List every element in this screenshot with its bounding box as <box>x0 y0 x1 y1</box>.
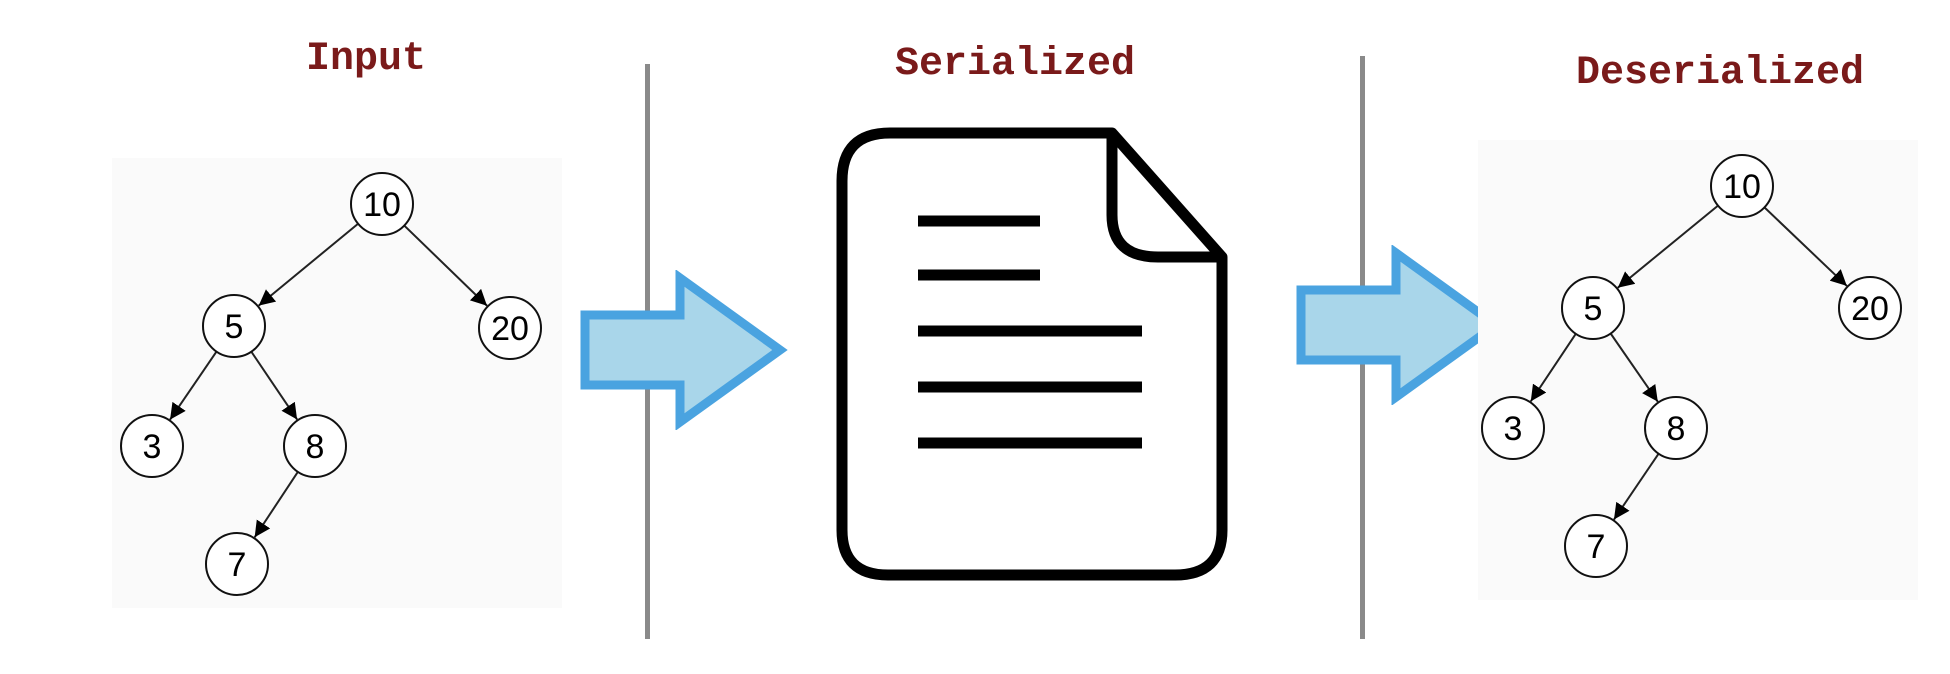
tree-node-label: 7 <box>1587 528 1606 566</box>
tree-node-label: 3 <box>143 428 162 466</box>
tree-node-label: 20 <box>1851 290 1889 328</box>
tree-node-20: 20 <box>478 296 542 360</box>
tree-node-circle <box>1644 396 1708 460</box>
tree-node-label: 7 <box>228 546 247 584</box>
tree-node-label: 5 <box>1584 290 1603 328</box>
right-arrow-icon <box>580 270 790 430</box>
serialized-title: Serialized <box>894 42 1136 87</box>
tree-node-5: 5 <box>1561 276 1625 340</box>
deserialized-title: Deserialized <box>1575 51 1865 96</box>
input-title: Input <box>305 37 427 82</box>
tree-node-circle <box>1838 276 1902 340</box>
tree-edge-n5-n3 <box>169 351 218 421</box>
tree-node-8: 8 <box>283 414 347 478</box>
tree-node-3: 3 <box>120 414 184 478</box>
tree-node-20: 20 <box>1838 276 1902 340</box>
tree-edge-n5-n8 <box>250 351 298 421</box>
tree-edge-n5-n3 <box>1529 333 1577 402</box>
tree-node-label: 5 <box>225 308 244 346</box>
tree-node-label: 10 <box>363 186 401 224</box>
tree-node-circle <box>202 294 266 358</box>
tree-node-label: 8 <box>306 428 325 466</box>
tree-node-circle <box>120 414 184 478</box>
tree-node-circle <box>1564 514 1628 578</box>
deserialized-tree-svg: 10 5 20 3 8 7 <box>1481 154 1902 578</box>
tree-edge-n10-n5 <box>1617 204 1719 289</box>
tree-node-label: 3 <box>1504 410 1523 448</box>
tree-node-label: 20 <box>491 310 529 348</box>
input-tree: 10 5 20 3 8 7 <box>112 158 562 608</box>
tree-node-circle <box>1481 396 1545 460</box>
tree-node-label: 10 <box>1723 168 1761 206</box>
deserialized-tree: 10 5 20 3 8 7 <box>1478 140 1918 600</box>
input-tree-svg: 10 5 20 3 8 7 <box>120 172 542 596</box>
tree-edge-n10-n20 <box>403 224 488 307</box>
tree-node-circle <box>478 296 542 360</box>
tree-node-10: 10 <box>350 172 414 236</box>
tree-node-5: 5 <box>202 294 266 358</box>
tree-node-circle <box>1710 154 1774 218</box>
tree-node-circle <box>350 172 414 236</box>
tree-node-circle <box>1561 276 1625 340</box>
tree-edge-n5-n8 <box>1609 332 1659 403</box>
document-icon <box>830 125 1230 585</box>
tree-node-3: 3 <box>1481 396 1545 460</box>
tree-edge-n10-n20 <box>1763 206 1848 287</box>
tree-node-7: 7 <box>205 532 269 596</box>
tree-node-10: 10 <box>1710 154 1774 218</box>
tree-node-label: 8 <box>1667 410 1686 448</box>
tree-edge-n8-n7 <box>1613 453 1660 521</box>
tree-edge-n10-n5 <box>258 222 359 307</box>
tree-node-circle <box>283 414 347 478</box>
tree-edge-n8-n7 <box>253 471 299 538</box>
tree-node-7: 7 <box>1564 514 1628 578</box>
tree-node-circle <box>205 532 269 596</box>
tree-node-8: 8 <box>1644 396 1708 460</box>
right-arrow-icon <box>1296 245 1506 405</box>
